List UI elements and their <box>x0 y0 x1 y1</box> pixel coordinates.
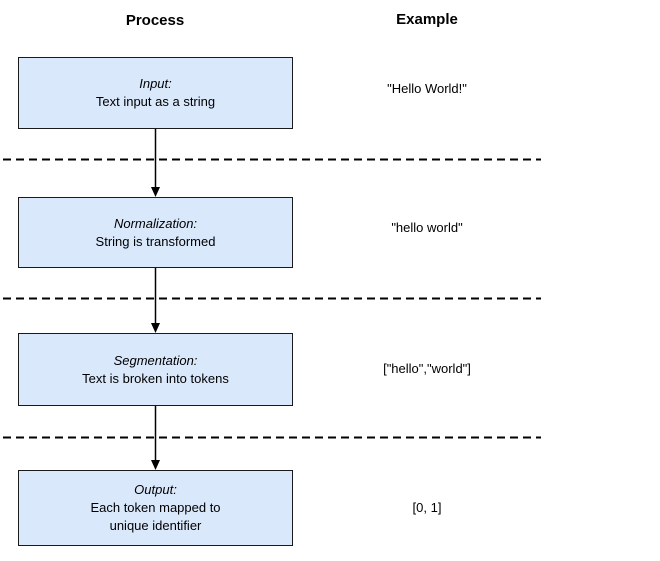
step-title: Normalization: <box>113 215 198 231</box>
step-title: Segmentation: <box>113 352 198 368</box>
flow-arrow-segmentation-to-output <box>151 406 160 470</box>
step-box-output: Output: Each token mapped to unique iden… <box>18 470 293 546</box>
step-box-normalization: Normalization: String is transformed <box>18 197 293 268</box>
step-description: Text is broken into tokens <box>82 370 229 386</box>
step-description: Each token mapped to unique identifier <box>90 500 221 533</box>
step-title: Input: <box>139 76 172 91</box>
step-box-input: Input: Text input as a string <box>18 57 293 129</box>
flow-arrow-normalization-to-segmentation <box>151 268 160 333</box>
example-value-normalization: "hello world" <box>391 220 463 235</box>
flow-arrow-input-to-normalization <box>151 129 160 197</box>
example-column-header: Example <box>396 11 458 28</box>
example-value-output: [0, 1] <box>412 500 442 515</box>
example-value-input: "Hello World!" <box>387 81 467 96</box>
example-value-segmentation: ["hello","world"] <box>383 361 471 376</box>
step-description: String is transformed <box>95 233 216 249</box>
step-box-segmentation: Segmentation: Text is broken into tokens <box>18 333 293 406</box>
step-title: Output: <box>134 482 177 497</box>
process-column-header: Process <box>125 12 185 29</box>
step-description: Text input as a string <box>95 94 216 109</box>
